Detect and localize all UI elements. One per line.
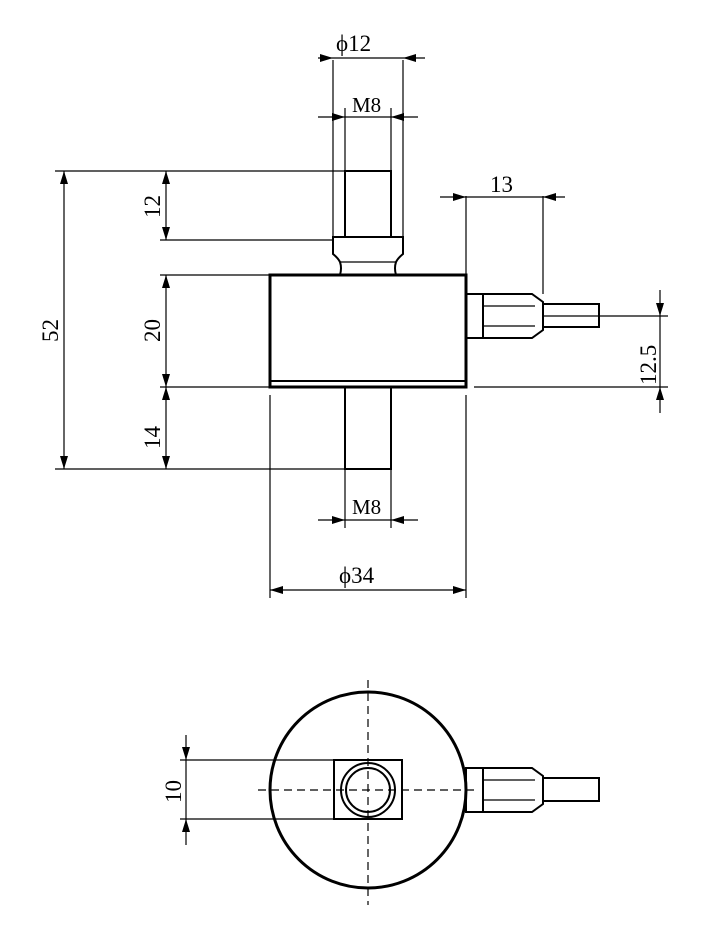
dim-top-stud-height: 12 [140, 171, 333, 241]
hex-nut-outline [333, 759, 403, 820]
stud-outer-circle [340, 762, 396, 818]
top-hex-nut [332, 236, 404, 276]
dim-top-diameter: ϕ12 [318, 31, 425, 237]
dim-top-stud-height-label: 12 [140, 195, 165, 218]
dim-body-height: 20 [140, 274, 270, 388]
dim-bottom-thread-label: M8 [352, 495, 381, 519]
dim-top-diameter-label: ϕ12 [336, 31, 371, 56]
dim-hex-size-label: 10 [161, 780, 186, 803]
dim-top-thread-label: M8 [352, 93, 381, 117]
dim-body-height-label: 20 [140, 319, 165, 342]
dim-hex-size: 10 [161, 735, 334, 845]
dim-body-diameter-label: ϕ34 [339, 563, 375, 588]
bottom-side-connector [465, 767, 600, 813]
dim-connector-length-label: 13 [490, 172, 513, 197]
dim-overall-height-label: 52 [38, 319, 63, 342]
front-view: ϕ12 M8 52 12 [38, 31, 668, 598]
bottom-stud [344, 386, 392, 470]
top-stud [344, 170, 392, 238]
bottom-view: 10 [161, 680, 600, 905]
main-body [268, 273, 468, 389]
stud-inner-circle [345, 767, 391, 813]
dim-connector-offset-label: 12.5 [636, 345, 661, 385]
dim-connector-offset: 12.5 [474, 290, 668, 413]
dim-bottom-stud-height-label: 14 [140, 426, 165, 450]
dim-body-diameter: ϕ34 [269, 395, 467, 598]
side-connector [465, 293, 600, 339]
dim-bottom-thread: M8 [318, 469, 418, 528]
dim-bottom-stud-height: 14 [140, 387, 170, 469]
dim-overall-height: 52 [38, 170, 345, 470]
dim-top-thread: M8 [318, 93, 418, 171]
dim-connector-length: 13 [440, 172, 565, 294]
